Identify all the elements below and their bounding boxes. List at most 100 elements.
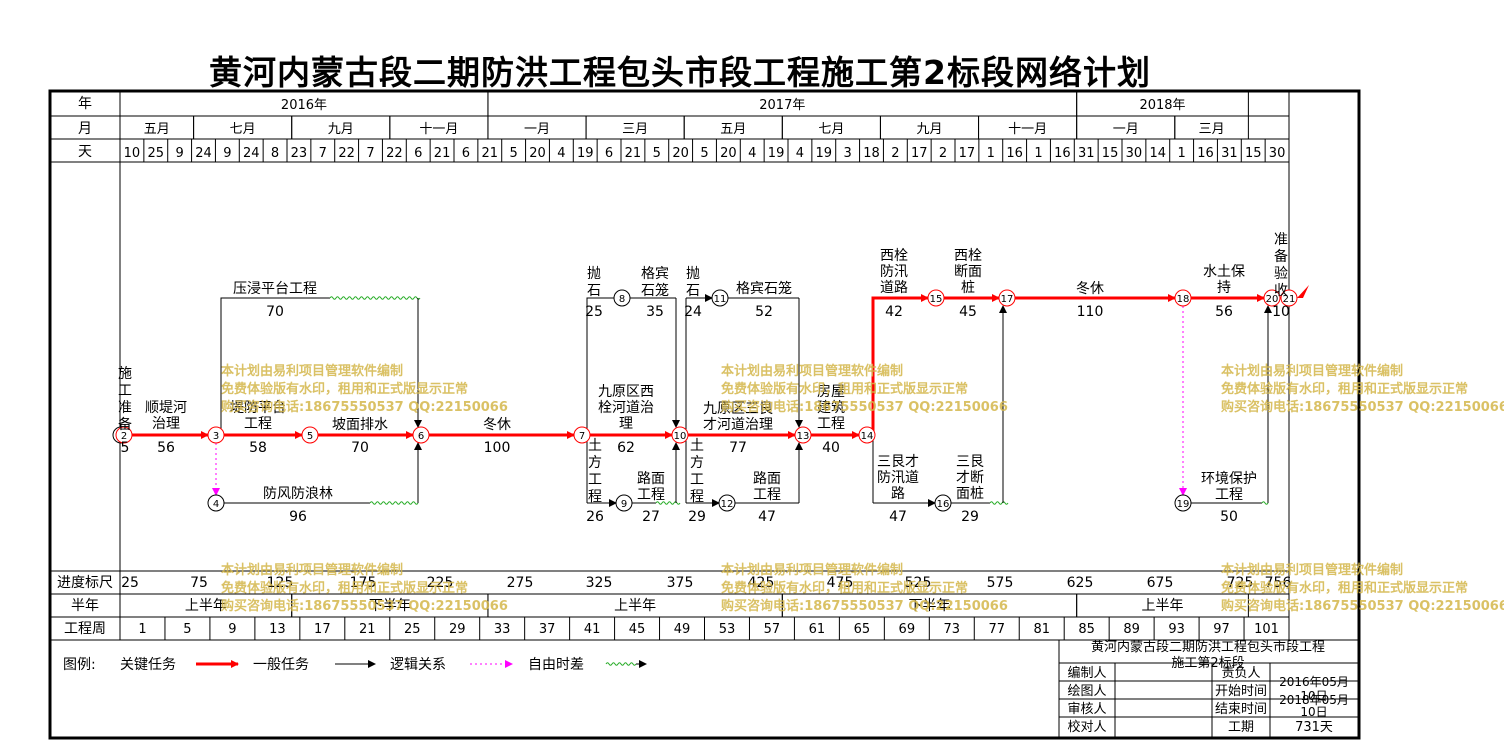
node-circle <box>671 426 689 444</box>
week-number: 101 <box>1254 622 1279 637</box>
task-name: 防汛 <box>880 264 908 280</box>
progress-tick: 175 <box>350 575 377 591</box>
day-label: 20 <box>672 146 689 161</box>
task-duration: 47 <box>758 509 776 525</box>
node-circle <box>1174 289 1192 307</box>
day-label: 22 <box>338 146 355 161</box>
year-label: 2017年 <box>759 98 805 113</box>
half-year: 下半年 <box>908 598 950 614</box>
network-body: 123456789101112131415161718192021施工准备5顺堤… <box>112 232 1309 525</box>
task-duration: 96 <box>289 509 307 525</box>
node-circle <box>1263 289 1281 307</box>
watermark-text: 本计划由易利项目管理软件编制 <box>221 562 403 578</box>
legend-normal-text: 一般任务 <box>253 657 309 673</box>
watermark-text: 免费体验版有水印，租用和正式版显示正常 <box>1221 580 1468 596</box>
day-label: 16 <box>1197 146 1214 161</box>
progress-tick: 425 <box>748 575 775 591</box>
week-number: 17 <box>314 622 331 637</box>
task-name: 断面 <box>954 264 982 280</box>
task-duration: 45 <box>959 304 977 320</box>
legend: 图例:关键任务一般任务逻辑关系自由时差 <box>63 657 647 673</box>
progress-scale-label: 进度标尺 <box>57 575 113 591</box>
activity-line <box>586 297 614 435</box>
legend-float-wave <box>605 662 637 666</box>
half-year: 上半年 <box>185 598 227 614</box>
month-label: 三月 <box>622 122 648 137</box>
task-name: 抛 <box>686 266 700 282</box>
task-name: 方 <box>690 455 704 471</box>
progress-tick: 225 <box>427 575 454 591</box>
node-circle <box>927 289 945 307</box>
day-label: 6 <box>605 146 613 161</box>
info-period-value: 731天 <box>1295 720 1333 735</box>
task-duration: 42 <box>885 304 903 320</box>
node-label: 13 <box>797 431 810 442</box>
node-label: 19 <box>1177 499 1190 510</box>
info-left-label: 审核人 <box>1067 702 1106 717</box>
node-label: 3 <box>213 431 219 442</box>
node-label: 2 <box>121 431 127 442</box>
task-name: 压浸平台工程 <box>233 281 317 297</box>
progress-tick: 375 <box>667 575 694 591</box>
node-label: 12 <box>721 499 734 510</box>
task-duration: 70 <box>351 440 369 456</box>
day-label: 24 <box>195 146 212 161</box>
day-label: 30 <box>1126 146 1143 161</box>
info-box: 黄河内蒙古段二期防洪工程包头市段工程施工第2标段编制人绘图人审核人校对人责负人开… <box>1058 639 1360 739</box>
info-mid-label: 工期 <box>1228 720 1254 735</box>
info-left-label: 绘图人 <box>1067 684 1106 699</box>
month-label: 三月 <box>1199 122 1225 137</box>
task-name: 备 <box>118 416 132 433</box>
task-name: 验 <box>1274 266 1288 282</box>
half-year: 上半年 <box>1142 598 1184 614</box>
watermark-text: 本计划由易利项目管理软件编制 <box>1221 562 1403 578</box>
task-name: 路面 <box>637 471 665 487</box>
half-year: 上半年 <box>614 598 656 614</box>
progress-tick: 525 <box>905 575 932 591</box>
month-label: 五月 <box>144 122 170 137</box>
day-label: 31 <box>1078 146 1095 161</box>
day-label: 5 <box>510 146 518 161</box>
week-number: 1 <box>138 622 146 637</box>
task-duration: 52 <box>755 304 773 320</box>
day-label: 17 <box>959 146 976 161</box>
page-title: 黄河内蒙古段二期防洪工程包头市段工程施工第2标段网络计划 <box>209 53 1151 92</box>
day-label: 8 <box>271 146 279 161</box>
task-duration: 24 <box>684 304 702 320</box>
watermark-text: 免费体验版有水印，租用和正式版显示正常 <box>221 580 468 596</box>
watermark-text: 购买咨询电话:18675550537 QQ:22150066 <box>721 399 1008 415</box>
task-duration: 100 <box>484 440 511 456</box>
task-name: 工程 <box>817 416 845 432</box>
month-label: 五月 <box>720 122 746 137</box>
day-label: 1 <box>1034 146 1042 161</box>
progress-tick: 575 <box>987 575 1014 591</box>
year-label: 2018年 <box>1139 98 1185 113</box>
task-duration: 25 <box>585 304 603 320</box>
week-number: 73 <box>944 622 961 637</box>
day-label: 1 <box>987 146 995 161</box>
node-circle <box>858 426 876 444</box>
task-duration: 50 <box>1220 509 1238 525</box>
info-end-value: 2018年05月 <box>1279 693 1349 707</box>
task-duration: 40 <box>822 440 840 456</box>
watermark-text: 免费体验版有水印，租用和正式版显示正常 <box>1221 381 1468 397</box>
day-label: 1 <box>1178 146 1186 161</box>
task-name: 环境保护 <box>1201 471 1257 487</box>
task-duration: 56 <box>157 440 175 456</box>
node-circle <box>301 426 319 444</box>
task-name: 石 <box>686 283 700 299</box>
watermark: 本计划由易利项目管理软件编制免费体验版有水印，租用和正式版显示正常购买咨询电话:… <box>221 363 1504 614</box>
task-name: 路面 <box>753 471 781 487</box>
week-number: 45 <box>629 622 646 637</box>
task-name: 三艮才 <box>877 454 919 470</box>
task-name: 建筑 <box>817 400 845 416</box>
task-duration: 56 <box>1215 304 1233 320</box>
task-name: 西栓 <box>954 248 982 264</box>
header-row-label: 月 <box>78 121 92 137</box>
day-label: 20 <box>720 146 737 161</box>
task-name: 九原区西 <box>598 384 654 400</box>
day-label: 7 <box>319 146 327 161</box>
info-mid-label: 开始时间 <box>1215 684 1267 699</box>
info-left-label: 编制人 <box>1067 666 1106 681</box>
